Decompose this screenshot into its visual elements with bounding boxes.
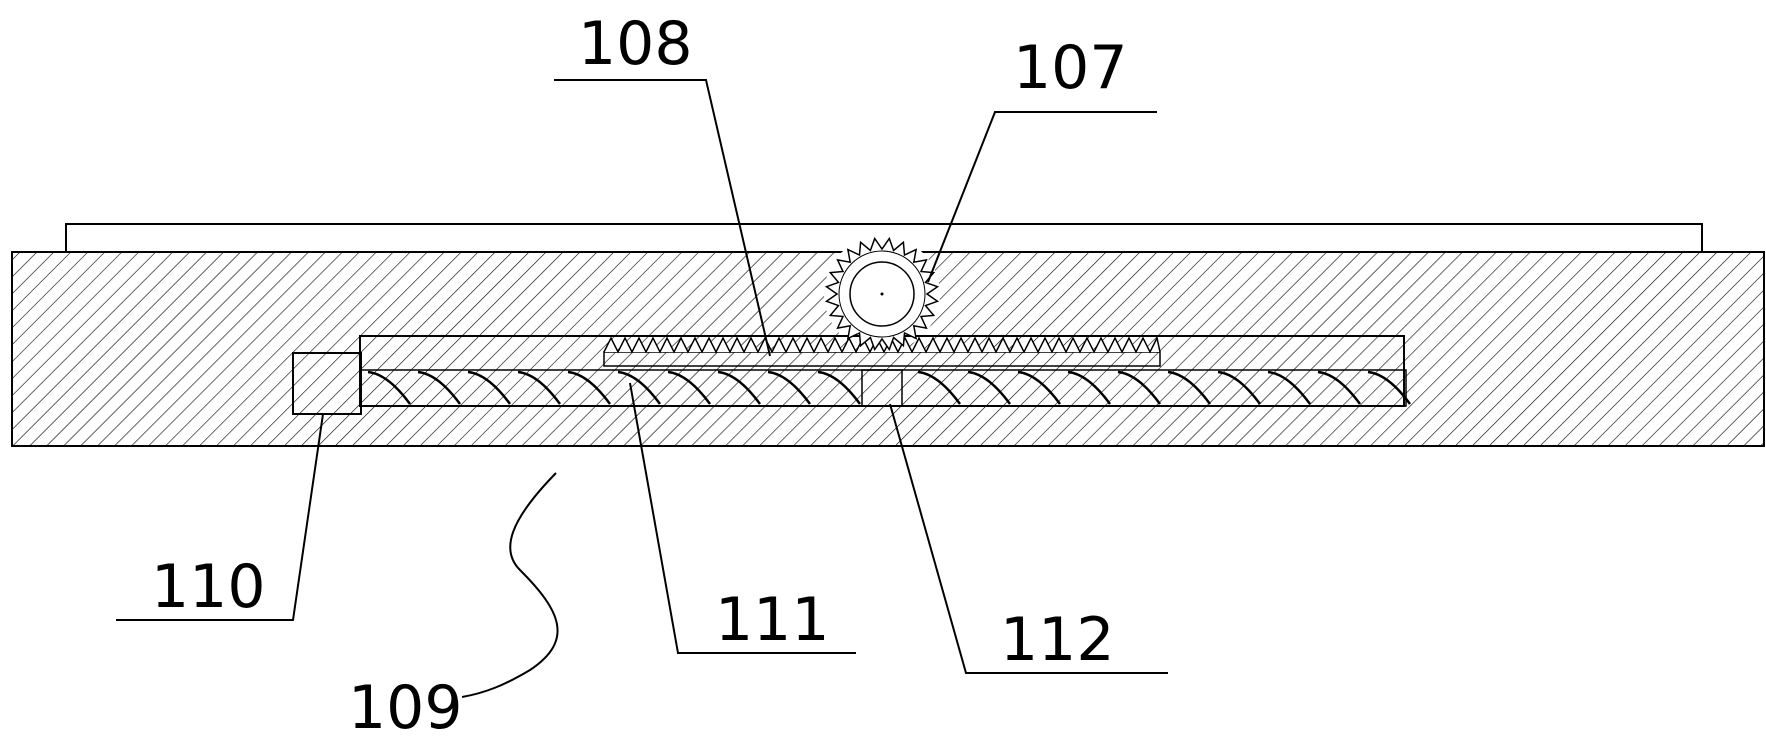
label-112: 112 (1000, 605, 1115, 675)
leader-110 (116, 413, 324, 621)
gear-center (880, 292, 884, 296)
leader-108 (554, 79, 771, 357)
leader-111 (629, 382, 856, 654)
lead-screw (367, 370, 1412, 405)
motor-block (292, 352, 362, 415)
label-107: 107 (1013, 33, 1128, 103)
leader-109 (461, 472, 559, 698)
rack-teeth (603, 335, 1161, 354)
label-108: 108 (578, 9, 693, 79)
label-109: 109 (348, 673, 463, 740)
label-111: 111 (715, 585, 830, 655)
gear-hub (849, 261, 915, 327)
nut-block (861, 369, 903, 407)
leader-107 (927, 111, 1157, 283)
leader-112 (889, 403, 1168, 674)
label-110: 110 (151, 552, 266, 622)
